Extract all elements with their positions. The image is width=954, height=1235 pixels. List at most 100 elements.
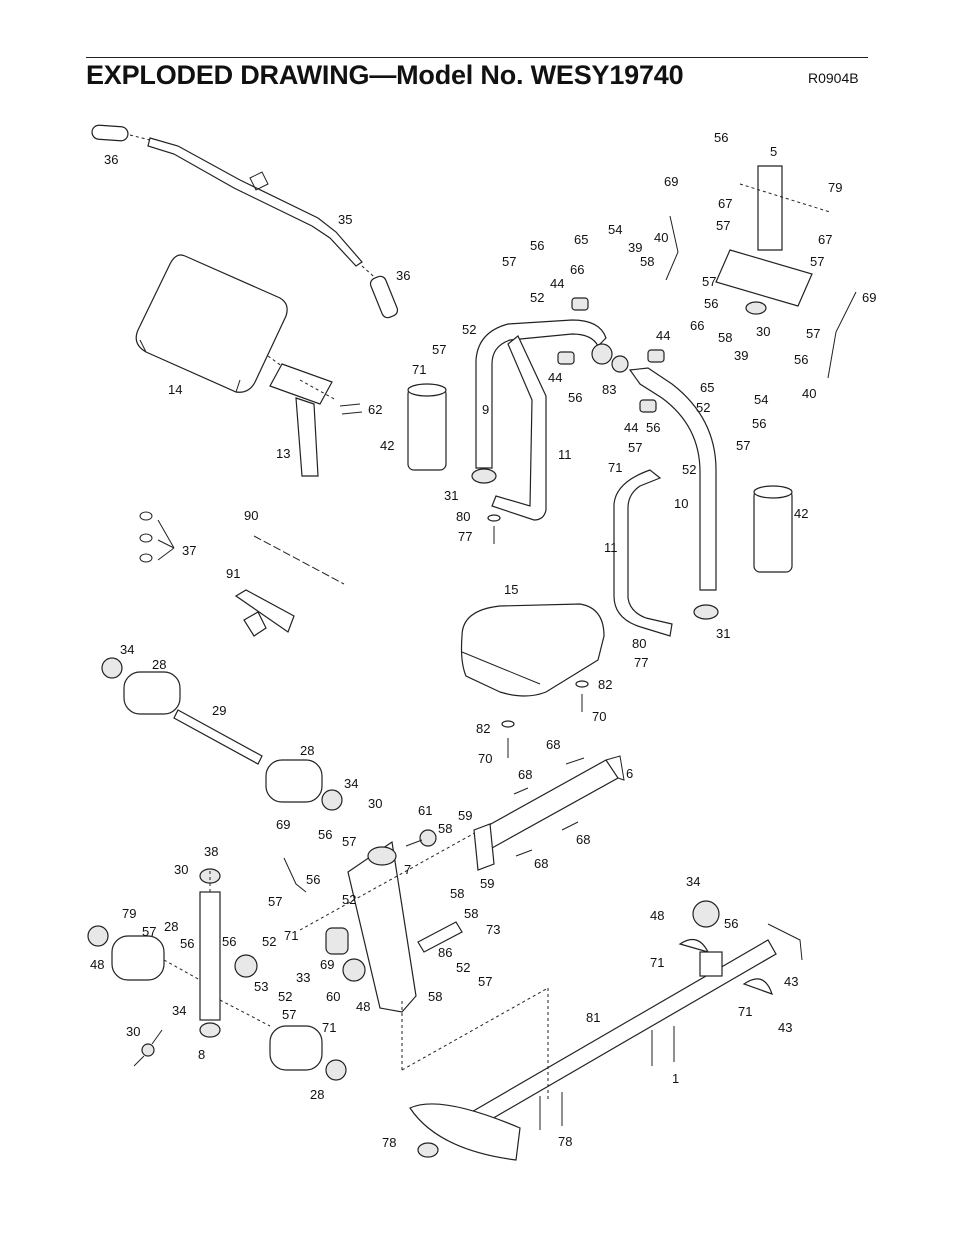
- callout-number: 57: [810, 254, 824, 269]
- part-62-bolts: [339, 403, 363, 415]
- part-36-grip-top: [91, 124, 151, 142]
- part-35-lat-bar: [147, 137, 363, 267]
- callout-number: 31: [716, 626, 730, 641]
- callout-number: 56: [646, 420, 660, 435]
- callout-number: 57: [342, 834, 356, 849]
- part-59-bracket: [473, 823, 495, 871]
- part-30-cap-base: [417, 1142, 439, 1158]
- callout-number: 67: [718, 196, 732, 211]
- callout-number: 44: [550, 276, 564, 291]
- part-15-seat-pad: [460, 603, 605, 697]
- part-42-roller-right: [753, 485, 793, 573]
- callout-number: 67: [818, 232, 832, 247]
- callout-number: 34: [172, 1003, 186, 1018]
- callout-number: 56: [752, 416, 766, 431]
- part-38-linkage: [283, 857, 307, 893]
- part-60-spacer: [325, 927, 349, 955]
- callout-number: 58: [438, 821, 452, 836]
- callout-number: 68: [518, 767, 532, 782]
- callout-number: 56: [222, 934, 236, 949]
- callout-number: 70: [592, 709, 606, 724]
- callout-number: 82: [476, 721, 490, 736]
- callout-number: 65: [574, 232, 588, 247]
- part-78-bolts: [539, 1026, 675, 1130]
- part-90-chain: [253, 535, 345, 585]
- callout-number: 69: [862, 290, 876, 305]
- drawing-code: R0904B: [808, 70, 859, 86]
- callout-number: 71: [738, 1004, 752, 1019]
- callout-number: 7: [404, 862, 411, 877]
- callout-number: 83: [602, 382, 616, 397]
- callout-number: 30: [126, 1024, 140, 1039]
- callout-number: 31: [444, 488, 458, 503]
- callout-number: 77: [458, 529, 472, 544]
- callout-number: 9: [482, 402, 489, 417]
- callout-number: 82: [598, 677, 612, 692]
- callout-number: 58: [450, 886, 464, 901]
- part-1-base-frame: [401, 923, 803, 1161]
- callout-number: 57: [142, 924, 156, 939]
- callout-number: 54: [608, 222, 622, 237]
- callout-number: 68: [546, 737, 560, 752]
- callout-number: 77: [634, 655, 648, 670]
- part-48-pulleys: [234, 900, 720, 982]
- callout-number: 68: [576, 832, 590, 847]
- callout-number: 30: [174, 862, 188, 877]
- callout-number: 57: [478, 974, 492, 989]
- callout-number: 52: [278, 989, 292, 1004]
- part-8-front-post: [199, 868, 221, 1038]
- callout-number: 58: [428, 989, 442, 1004]
- callout-number: 78: [558, 1134, 572, 1149]
- part-10-upright-arm-right: [628, 367, 719, 620]
- callout-number: 35: [338, 212, 352, 227]
- callout-number: 29: [212, 703, 226, 718]
- callout-number: 48: [650, 908, 664, 923]
- callout-number: 37: [182, 543, 196, 558]
- part-28-pads-rear: [87, 925, 347, 1081]
- callout-number: 71: [608, 460, 622, 475]
- part-40-cable-right: [827, 291, 857, 379]
- callout-number: 15: [504, 582, 518, 597]
- part-43-pulley-covers: [678, 938, 773, 995]
- callout-number: 36: [104, 152, 118, 167]
- part-11-leg-arm-left: [491, 335, 547, 521]
- callout-number: 11: [558, 447, 572, 462]
- callout-number: 73: [486, 922, 500, 937]
- callout-number: 52: [456, 960, 470, 975]
- callout-number: 57: [716, 218, 730, 233]
- callout-number: 59: [458, 808, 472, 823]
- callout-number: 57: [432, 342, 446, 357]
- part-6-seat-rail: [479, 755, 625, 849]
- callout-number: 86: [438, 945, 452, 960]
- callout-number: 90: [244, 508, 258, 523]
- callout-number: 44: [624, 420, 638, 435]
- callout-number: 57: [736, 438, 750, 453]
- callout-number: 43: [784, 974, 798, 989]
- callout-number: 57: [702, 274, 716, 289]
- callout-number: 14: [168, 382, 182, 397]
- part-37-clips: [139, 511, 175, 563]
- part-11-leg-arm-right: [613, 469, 673, 637]
- callout-number: 57: [502, 254, 516, 269]
- callout-number: 44: [548, 370, 562, 385]
- part-53-pin: [133, 1029, 163, 1067]
- callout-number: 56: [318, 827, 332, 842]
- callout-number: 36: [396, 268, 410, 283]
- callout-number: 61: [418, 803, 432, 818]
- part-36-grip-bottom: [361, 265, 399, 319]
- callout-number: 43: [778, 1020, 792, 1035]
- callout-number: 56: [724, 916, 738, 931]
- part-7-frame-upright: [299, 829, 481, 1013]
- callout-number: 53: [254, 979, 268, 994]
- callout-number: 48: [356, 999, 370, 1014]
- callout-number: 71: [412, 362, 426, 377]
- callout-number: 66: [690, 318, 704, 333]
- callout-number: 71: [284, 928, 298, 943]
- callout-number: 79: [122, 906, 136, 921]
- callout-number: 1: [672, 1071, 679, 1086]
- callout-number: 52: [462, 322, 476, 337]
- callout-number: 56: [180, 936, 194, 951]
- page-title: EXPLODED DRAWING—Model No. WESY19740: [86, 60, 684, 90]
- callout-number: 91: [226, 566, 240, 581]
